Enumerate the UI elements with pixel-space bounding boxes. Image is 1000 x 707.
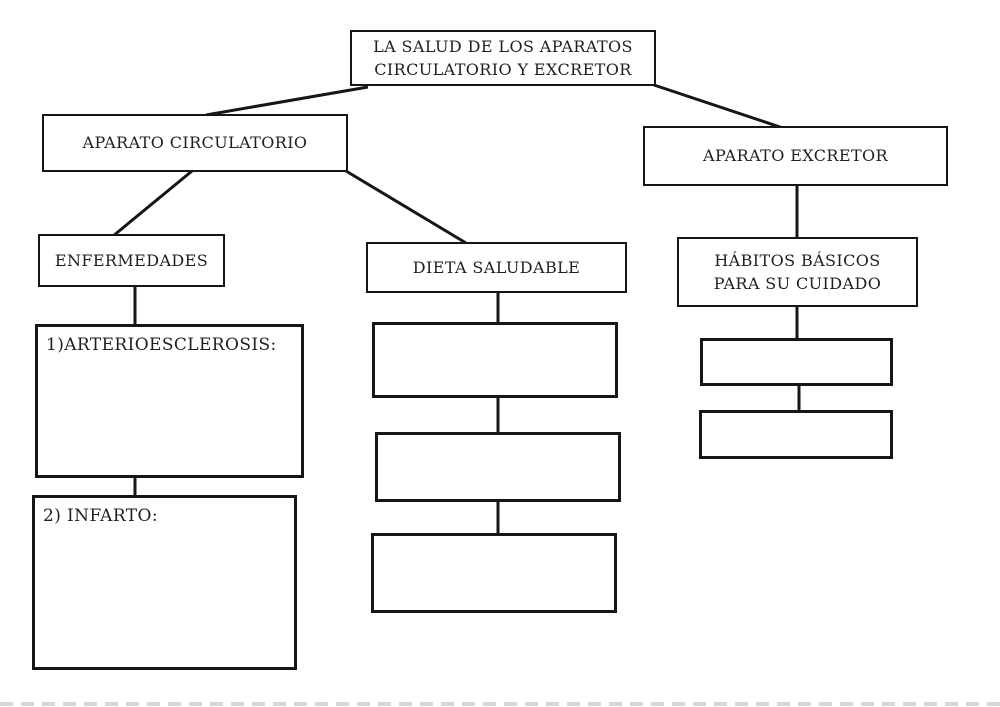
node-dieta-saludable-label: DIETA SALUDABLE (412, 257, 581, 277)
node-habitos-empty-1 (700, 338, 893, 386)
node-habitos-empty-2 (699, 410, 893, 459)
node-enfermedades-label: ENFERMEDADES (54, 250, 209, 270)
node-root-label: LA SALUD DE LOS APARATOS CIRCULATORIO Y … (373, 36, 633, 79)
connector-circ-dieta (345, 169, 467, 245)
node-habitos-basicos: HÁBITOS BÁSICOS PARA SU CUIDADO (677, 237, 918, 307)
node-aparato-circulatorio-label: APARATO CIRCULATORIO (82, 133, 308, 153)
node-aparato-circulatorio: APARATO CIRCULATORIO (42, 114, 348, 172)
connector-root-circulatorio (205, 85, 369, 117)
connector-circ-enfermedades (112, 169, 193, 238)
node-dieta-empty-2 (375, 432, 621, 502)
node-infarto: 2) INFARTO: (32, 495, 297, 670)
node-root-title: LA SALUD DE LOS APARATOS CIRCULATORIO Y … (350, 30, 656, 86)
node-dieta-saludable: DIETA SALUDABLE (366, 242, 627, 293)
node-habitos-basicos-label: HÁBITOS BÁSICOS PARA SU CUIDADO (713, 250, 882, 293)
bottom-dashed-divider (0, 702, 1000, 706)
node-arterioesclerosis-label: 1)ARTERIOESCLEROSIS: (46, 335, 277, 355)
node-aparato-excretor: APARATO EXCRETOR (643, 126, 948, 186)
node-aparato-excretor-label: APARATO EXCRETOR (702, 146, 888, 166)
connector-root-excretor (653, 83, 784, 130)
node-infarto-label: 2) INFARTO: (43, 506, 158, 526)
node-dieta-empty-1 (372, 322, 618, 398)
node-enfermedades: ENFERMEDADES (38, 234, 225, 287)
node-dieta-empty-3 (371, 533, 617, 613)
node-arterioesclerosis: 1)ARTERIOESCLEROSIS: (35, 324, 304, 478)
